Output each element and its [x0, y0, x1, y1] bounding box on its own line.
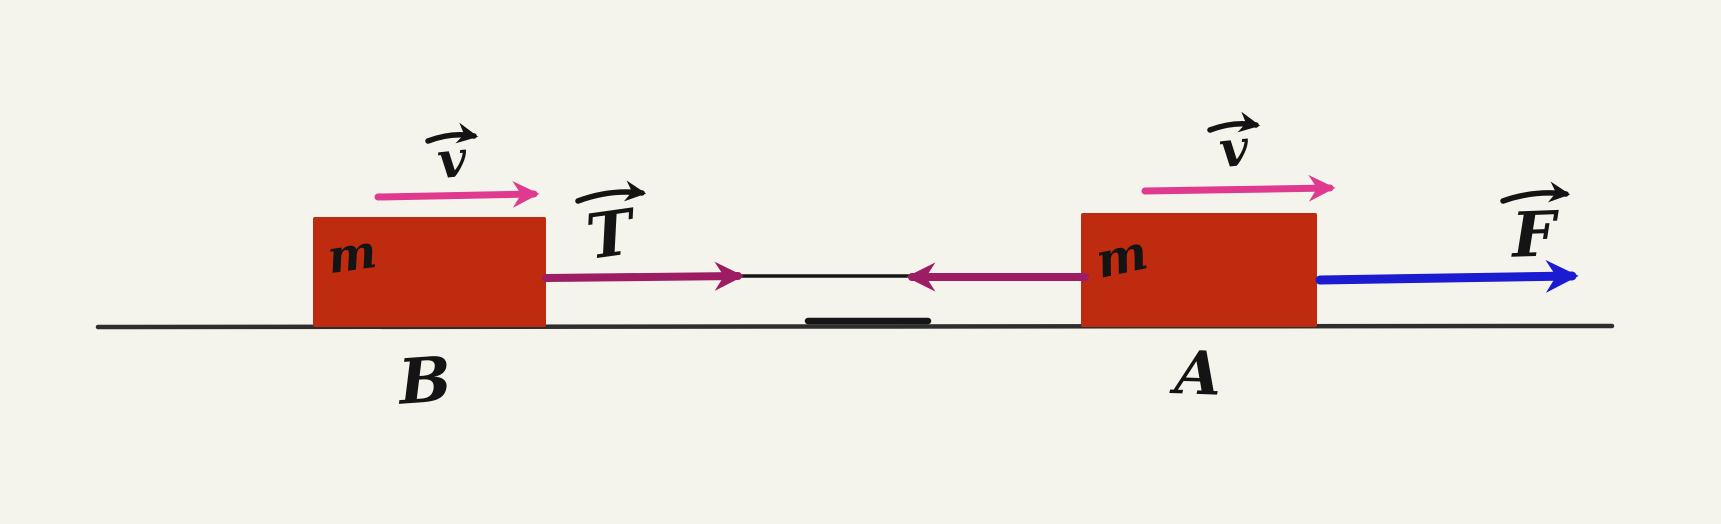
block-b	[313, 217, 546, 327]
force-arrow	[1315, 259, 1579, 293]
label-velocity-b: v	[434, 129, 470, 191]
label-velocity-a: v	[1216, 118, 1252, 180]
tension-arrow-right	[542, 261, 744, 291]
label-mass-a: m	[1091, 224, 1152, 289]
tension-vector-mark-icon	[575, 180, 647, 204]
label-force: F	[1509, 197, 1562, 272]
label-block-a: A	[1168, 338, 1222, 410]
label-mass-b: m	[324, 224, 380, 284]
velocity-b-vector-mark-icon	[425, 122, 479, 144]
block-a	[1081, 213, 1317, 327]
force-vector-mark-icon	[1500, 181, 1571, 204]
velocity-a-vector-mark-icon	[1207, 111, 1261, 133]
velocity-arrow-b	[374, 180, 540, 208]
velocity-arrow-a	[1141, 174, 1336, 202]
label-block-b: B	[394, 342, 453, 419]
label-tension: T	[582, 195, 642, 274]
